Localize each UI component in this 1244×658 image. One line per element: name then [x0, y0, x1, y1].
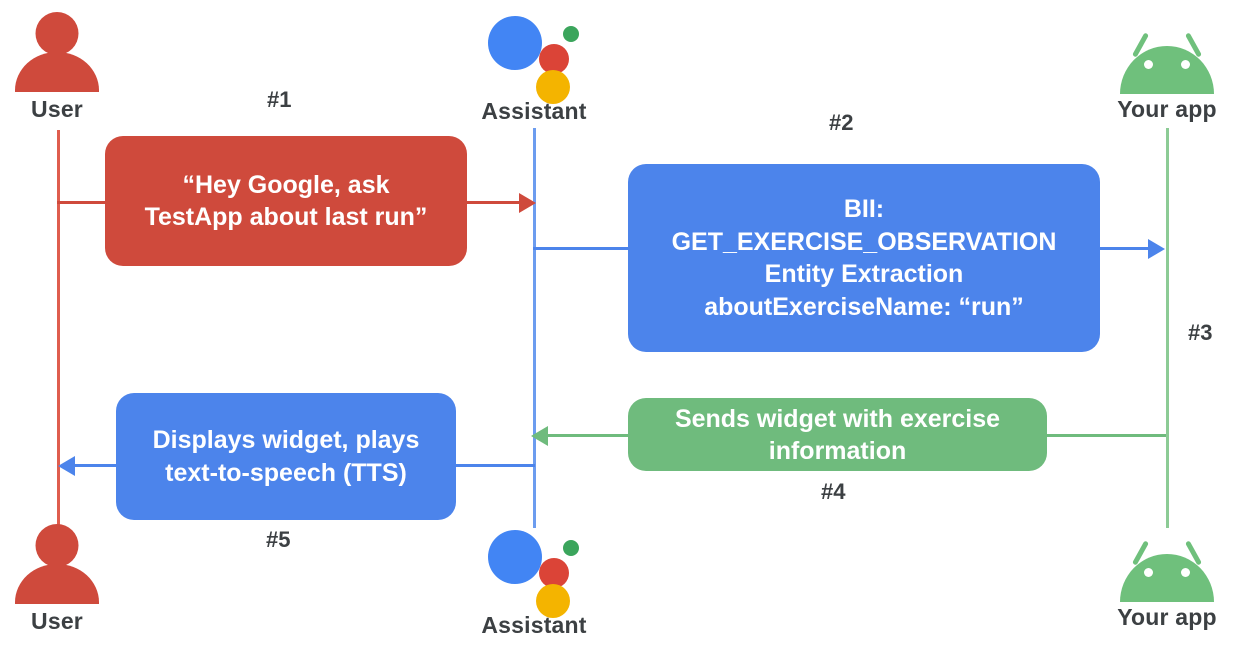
step-label-4: #4: [821, 479, 846, 504]
actor-your-app-top: Your app: [1087, 16, 1244, 121]
assistant-dot-yellow-icon: [536, 584, 570, 618]
connector-assistant-to-msg5: [455, 464, 535, 467]
google-assistant-icon: [484, 522, 584, 618]
user-body-shape: [15, 52, 99, 92]
google-assistant-icon: [484, 8, 584, 104]
message-line: GET_EXERCISE_OBSERVATION: [671, 227, 1057, 256]
message-line: Sends widget with exercise: [674, 404, 1001, 433]
connector-msg1-to-assistant: [466, 201, 526, 204]
actor-assistant-top: Assistant: [454, 8, 614, 123]
message-line: aboutExerciseName: “run”: [704, 292, 1024, 321]
actor-label-user-top: User: [31, 96, 83, 122]
connector-msg2-to-app: [1099, 247, 1154, 250]
step-label-5: #5: [266, 527, 291, 552]
step-label-3: #3: [1188, 320, 1213, 345]
message-box-assistant-response[interactable]: Displays widget, plays text-to-speech (T…: [116, 393, 456, 520]
android-eye-right-icon: [1181, 568, 1190, 577]
user-head-shape: [35, 12, 79, 55]
message-box-app-response[interactable]: Sends widget with exercise information: [628, 398, 1047, 471]
connector-assistant-to-msg2: [533, 247, 631, 250]
message-line: text-to-speech (TTS): [165, 458, 407, 487]
actor-user-bottom: User: [0, 524, 137, 633]
arrowhead-msg5: [58, 456, 75, 476]
android-eye-left-icon: [1144, 60, 1153, 69]
user-icon: [14, 12, 100, 92]
user-icon: [14, 524, 100, 604]
actor-label-your-app-bottom: Your app: [1117, 604, 1217, 630]
lifeline-assistant: [533, 128, 536, 528]
lifeline-user: [57, 130, 60, 528]
android-eye-right-icon: [1181, 60, 1190, 69]
message-box-bii-intent[interactable]: BII: GET_EXERCISE_OBSERVATION Entity Ext…: [628, 164, 1100, 352]
android-icon: [1113, 16, 1221, 94]
assistant-dot-green-icon: [563, 26, 579, 42]
android-eye-left-icon: [1144, 568, 1153, 577]
message-line: “Hey Google, ask: [182, 171, 390, 199]
user-body-shape: [15, 564, 99, 604]
assistant-dot-red-icon: [539, 558, 569, 588]
connector-app-to-msg4: [1046, 434, 1166, 437]
user-head-shape: [35, 524, 79, 567]
arrowhead-msg2: [1148, 239, 1165, 259]
actor-label-assistant-top: Assistant: [481, 98, 587, 124]
connector-msg4-to-assistant: [548, 434, 629, 437]
step-label-1: #1: [267, 87, 292, 112]
actor-label-your-app-top: Your app: [1117, 96, 1217, 122]
message-line: TestApp about last run”: [144, 203, 428, 231]
actor-user-top: User: [0, 12, 137, 121]
connector-msg5-to-user: [74, 464, 122, 467]
assistant-dot-blue-icon: [488, 530, 542, 584]
message-line: Entity Extraction: [764, 260, 964, 288]
assistant-dot-yellow-icon: [536, 70, 570, 104]
message-line: BII:: [843, 195, 885, 223]
message-line: information: [768, 436, 907, 465]
message-line: Displays widget, plays: [152, 426, 420, 454]
actor-label-user-bottom: User: [31, 608, 83, 634]
assistant-dot-blue-icon: [488, 16, 542, 70]
actor-label-assistant-bottom: Assistant: [481, 612, 587, 638]
assistant-dot-red-icon: [539, 44, 569, 74]
actor-assistant-bottom: Assistant: [454, 522, 614, 637]
android-icon: [1113, 524, 1221, 602]
lifeline-your-app: [1166, 128, 1169, 528]
assistant-dot-green-icon: [563, 540, 579, 556]
message-box-user-query[interactable]: “Hey Google, ask TestApp about last run”: [105, 136, 467, 266]
step-label-2: #2: [829, 110, 854, 135]
connector-user-to-msg1: [57, 201, 127, 204]
arrowhead-msg1: [519, 193, 536, 213]
actor-your-app-bottom: Your app: [1087, 524, 1244, 629]
arrowhead-msg4: [531, 426, 548, 446]
